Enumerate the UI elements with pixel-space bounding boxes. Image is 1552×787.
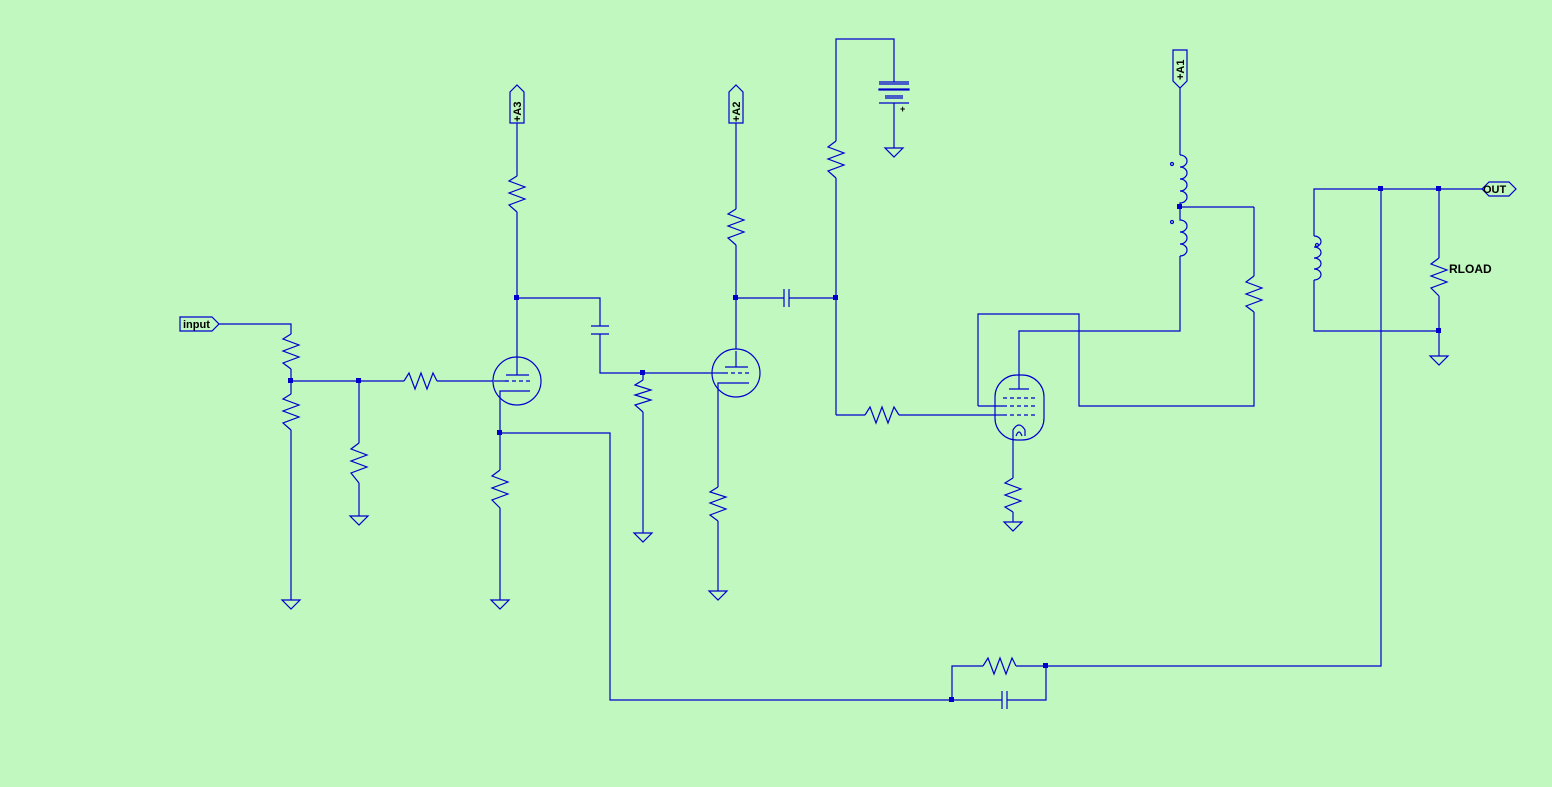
capacitor-feedback <box>1001 691 1008 709</box>
resistor-load <box>1429 257 1449 297</box>
battery-icon: + <box>878 81 910 114</box>
net-label-a3: +A3 <box>512 102 524 123</box>
ground-icon <box>707 590 729 601</box>
resistor-grid-stopper-3 <box>864 405 900 425</box>
ground-icon <box>883 147 905 158</box>
net-flag-a1: +A1 <box>1172 49 1188 89</box>
triode-1-icon <box>492 356 542 406</box>
net-flag-a3: +A3 <box>509 84 525 124</box>
resistor-screen <box>1244 275 1264 313</box>
resistor-grid-leak-2 <box>632 379 654 413</box>
net-label-a2: +A2 <box>731 102 743 123</box>
resistor-pot-top <box>281 333 301 370</box>
net-label-input: input <box>183 319 210 331</box>
ground-icon <box>1002 521 1024 532</box>
ground-icon <box>1428 355 1450 366</box>
inductor-primary-lower-icon <box>1169 207 1188 257</box>
net-label-out: OUT <box>1483 184 1507 196</box>
pentode-icon <box>978 374 1045 441</box>
wires <box>219 38 1482 701</box>
rload-label: RLOAD <box>1449 262 1492 276</box>
net-flag-input: input <box>179 316 220 332</box>
ground-symbols <box>280 147 1450 610</box>
ground-icon <box>632 532 654 543</box>
ground-icon <box>348 515 370 526</box>
capacitors <box>591 289 1008 709</box>
capacitor-coupling-1 <box>591 325 609 335</box>
triode-2-icon <box>710 348 761 398</box>
ground-icon <box>489 599 511 610</box>
capacitor-coupling-2 <box>783 289 790 307</box>
resistor-pot-bottom <box>281 393 301 431</box>
resistor-grid-leak-1 <box>349 442 369 484</box>
net-flag-out: OUT <box>1481 181 1517 197</box>
ground-icon <box>280 599 302 610</box>
inductor-primary-upper-icon <box>1169 154 1188 207</box>
resistor-cathode-3 <box>1003 477 1023 513</box>
resistor-feedback <box>982 656 1017 676</box>
resistors <box>281 140 1449 676</box>
resistor-grid-stopper-1 <box>403 371 438 391</box>
resistor-cathode-2 <box>708 486 728 522</box>
junctions <box>288 186 1441 702</box>
battery-polarity-label: + <box>900 104 905 114</box>
resistor-cathode-1 <box>490 469 510 509</box>
inductor-secondary-icon <box>1313 235 1322 281</box>
resistor-plate-1 <box>507 175 527 213</box>
resistor-bias <box>826 140 846 179</box>
resistor-plate-2 <box>726 208 746 246</box>
net-flag-a2: +A2 <box>728 84 744 124</box>
net-label-a1: +A1 <box>1175 60 1187 81</box>
